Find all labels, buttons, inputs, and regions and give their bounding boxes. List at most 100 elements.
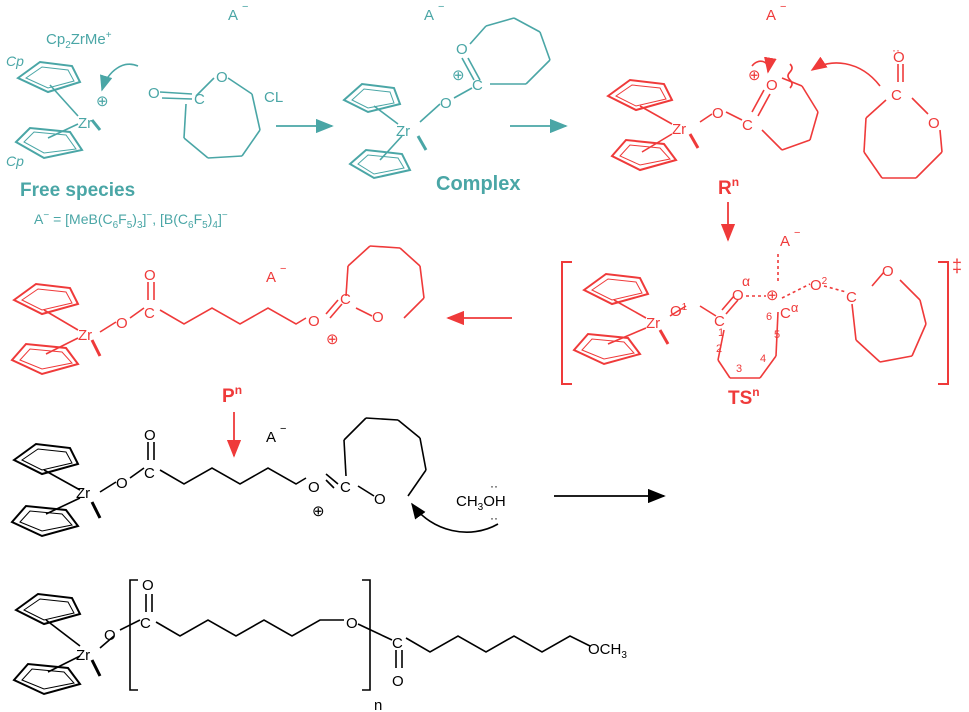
svg-text:4: 4 [760, 353, 766, 365]
pn-black-structure [10, 417, 499, 538]
svg-text:O: O [882, 263, 894, 280]
pn-structure [10, 245, 425, 376]
pn-black-text: A − Zr O C O O C ⊕ O CH3OH ·· ·· [76, 423, 506, 525]
svg-text:3: 3 [736, 363, 742, 375]
transition-dagger: ‡ [952, 256, 962, 276]
svg-text:−: − [438, 1, 444, 13]
zr-label: Zr [78, 115, 92, 132]
svg-text:C: C [714, 313, 725, 330]
svg-text:··: ·· [892, 43, 900, 57]
svg-text:2: 2 [716, 343, 722, 355]
svg-text:−: − [794, 227, 800, 239]
svg-text:C: C [144, 465, 155, 482]
o1-label: O1 [670, 302, 688, 320]
final-polymer-structure [12, 579, 591, 696]
svg-text:O: O [116, 315, 128, 332]
svg-text:A: A [266, 269, 276, 286]
svg-text:C: C [140, 615, 151, 632]
svg-text:O: O [893, 49, 905, 66]
rn-label: Rn [718, 175, 739, 199]
svg-text:C: C [891, 87, 902, 104]
final-polymer-text: Zr O C O O n C O OCH3 [76, 577, 627, 712]
svg-text:6: 6 [766, 311, 772, 323]
svg-text:−: − [780, 1, 786, 13]
anion-definition: A− = [MeB(C6F5)3]−, [B(C6F5)4]− [34, 210, 228, 231]
svg-text:O: O [712, 105, 724, 122]
cp-label-top: Cp [6, 53, 24, 69]
tsn-label: TSn [728, 385, 760, 409]
svg-text:A: A [766, 7, 776, 24]
svg-text:⊕: ⊕ [748, 67, 761, 84]
svg-text:⊕: ⊕ [452, 67, 465, 84]
svg-text:O: O [216, 69, 228, 86]
pn-text: A − Zr O C O O C ⊕ O Pn [78, 263, 384, 407]
svg-text:O: O [104, 627, 116, 644]
complex-structure [342, 17, 551, 180]
svg-text:C: C [846, 289, 857, 306]
svg-text:A: A [780, 233, 790, 250]
svg-text:C: C [340, 479, 351, 496]
svg-text:O: O [456, 41, 468, 58]
anion-label: A [228, 7, 238, 24]
svg-text:5: 5 [774, 329, 780, 341]
svg-text:Zr: Zr [76, 647, 90, 664]
svg-text:··: ·· [490, 511, 498, 525]
svg-text:−: − [242, 1, 248, 13]
rn-text: A − Zr O C ⊕ O O ·· C O Rn [672, 1, 940, 199]
svg-text:Zr: Zr [78, 327, 92, 344]
cation-label: Cp2ZrMe+ [46, 30, 112, 51]
svg-text:O: O [116, 475, 128, 492]
svg-text:⊕: ⊕ [766, 287, 779, 304]
cp-label-bottom: Cp [6, 153, 24, 169]
free-species-text: A − Cp2ZrMe+ Cp Cp Zr ⊕ O C O CL Free sp… [6, 1, 283, 231]
svg-text:A: A [424, 7, 434, 24]
svg-text:O: O [148, 85, 160, 102]
cp-ring-bottom [14, 126, 84, 160]
svg-text:−: − [280, 423, 286, 435]
free-species-structure [14, 60, 261, 160]
tsn-text: A − Zr O1 C 1 O α ⊕ 6 Cα O2 C O 2 3 4 5 … [646, 227, 962, 409]
svg-text:O: O [372, 309, 384, 326]
free-species-title: Free species [20, 180, 135, 201]
complex-text: A − Zr O ⊕ C O Complex [396, 1, 520, 195]
svg-text:O: O [392, 673, 404, 690]
svg-text:O: O [766, 77, 778, 94]
svg-text:O: O [928, 115, 940, 132]
svg-text:C: C [742, 117, 753, 134]
svg-text:A: A [266, 429, 276, 446]
svg-text:O: O [440, 95, 452, 112]
cl-label: CL [264, 89, 283, 106]
svg-text:−: − [280, 263, 286, 275]
svg-text:C: C [144, 305, 155, 322]
repeat-unit-n: n [374, 697, 382, 712]
pn-label: Pn [222, 383, 242, 407]
svg-text:⊕: ⊕ [312, 503, 325, 520]
o2-label: O2 [810, 276, 828, 294]
tsn-structure [561, 254, 949, 385]
methoxy-end-label: OCH3 [588, 641, 627, 661]
svg-text:Zr: Zr [396, 123, 410, 140]
svg-text:O: O [144, 267, 156, 284]
svg-text:⊕: ⊕ [96, 93, 109, 110]
svg-text:Zr: Zr [76, 485, 90, 502]
svg-text:C: C [194, 91, 205, 108]
svg-text:⊕: ⊕ [326, 331, 339, 348]
svg-text:O: O [308, 313, 320, 330]
c-alpha-label: Cα [780, 300, 799, 322]
svg-text:C: C [392, 635, 403, 652]
svg-text:α: α [742, 273, 750, 289]
svg-text:O: O [346, 615, 358, 632]
svg-text:O: O [374, 491, 386, 508]
svg-text:C: C [472, 77, 483, 94]
cp-ring-top [16, 60, 82, 94]
rn-structure [606, 56, 943, 179]
svg-text:O: O [732, 287, 744, 304]
svg-text:O: O [142, 577, 154, 594]
svg-text:O: O [308, 479, 320, 496]
svg-text:1: 1 [718, 327, 724, 339]
svg-text:Zr: Zr [672, 121, 686, 138]
svg-text:··: ·· [490, 479, 498, 493]
methanol-label: CH3OH [456, 493, 506, 513]
svg-text:Zr: Zr [646, 315, 660, 332]
